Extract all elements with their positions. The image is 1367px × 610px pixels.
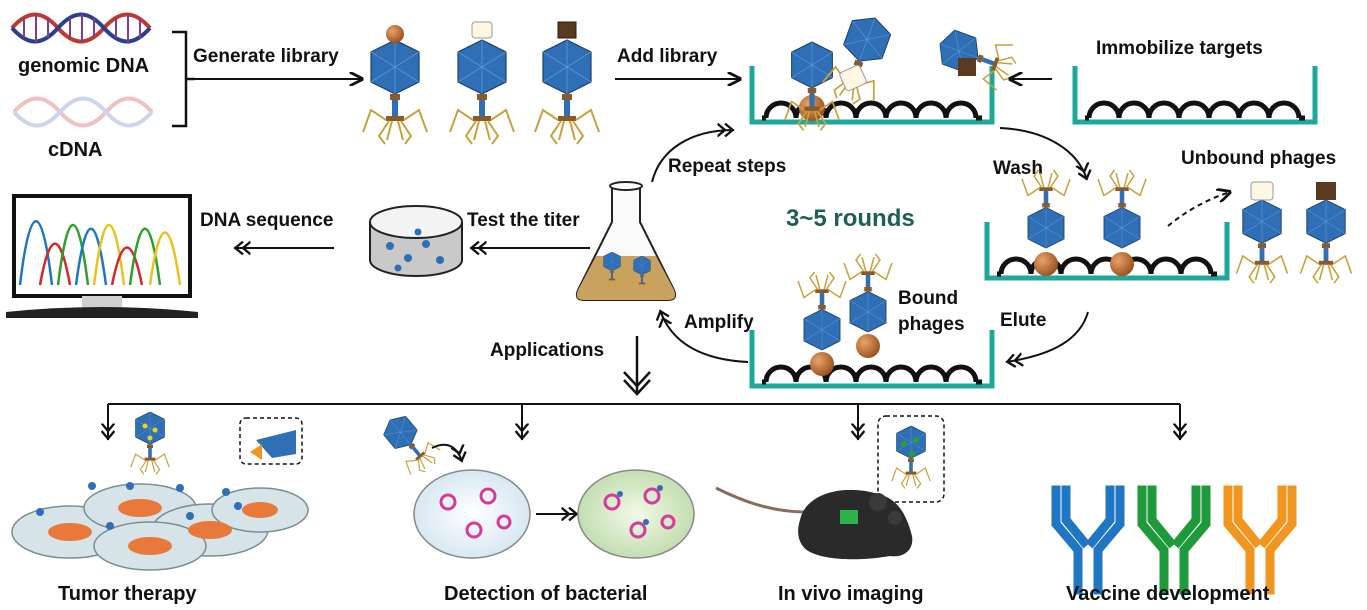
applications-tree bbox=[108, 403, 1180, 440]
dna-sequence-label: DNA sequence bbox=[200, 210, 333, 231]
antibody-icons bbox=[1056, 490, 1292, 590]
rounds-label: 3~5 rounds bbox=[786, 205, 915, 232]
repeat-arrow bbox=[651, 130, 734, 183]
cylinder-target-icon bbox=[471, 21, 493, 39]
unbound-phages bbox=[1235, 181, 1353, 285]
genomic-dna-helix-icon bbox=[10, 12, 152, 44]
generate-library-label: Generate library bbox=[193, 46, 339, 67]
bound-phages-label-line1: Bound bbox=[898, 288, 958, 309]
test-titer-label: Test the titer bbox=[467, 210, 580, 231]
antibody-green-icon bbox=[1142, 490, 1206, 590]
wash-arrow bbox=[999, 127, 1087, 180]
amplify-arrow bbox=[660, 310, 749, 363]
application-label-tumor-therapy: Tumor therapy bbox=[58, 583, 197, 605]
target-plate bbox=[1075, 66, 1315, 122]
antibody-blue-icon bbox=[1056, 490, 1120, 590]
phage-library bbox=[362, 21, 600, 145]
cdna-label: cDNA bbox=[48, 139, 102, 161]
monitor-icon bbox=[6, 194, 198, 318]
applications-label: Applications bbox=[490, 340, 604, 361]
unbound-phages-label: Unbound phages bbox=[1181, 148, 1336, 169]
elute-arrow bbox=[1006, 311, 1089, 362]
bacterial-detection-illustration bbox=[374, 407, 695, 559]
incubation-plate bbox=[752, 7, 1023, 132]
repeat-steps-label: Repeat steps bbox=[668, 156, 786, 177]
genomic-dna-label: genomic DNA bbox=[18, 55, 149, 77]
cube-target-icon bbox=[557, 21, 577, 39]
application-label-vaccine-development: Vaccine development bbox=[1066, 583, 1270, 605]
cdna-helix-icon bbox=[12, 96, 154, 128]
bracket bbox=[172, 30, 195, 128]
bound-phages-label-line2: phages bbox=[898, 314, 965, 335]
application-label-detection-of-bacterial: Detection of bacterial bbox=[444, 583, 647, 605]
wash-plate bbox=[987, 169, 1227, 278]
petri-dish-icon bbox=[369, 205, 463, 277]
immobilize-targets-label: Immobilize targets bbox=[1096, 38, 1263, 59]
wash-label: Wash bbox=[993, 158, 1043, 179]
application-label-in-vivo-imaging: In vivo imaging bbox=[778, 583, 924, 605]
elute-label: Elute bbox=[1000, 310, 1046, 331]
unbound-arrow bbox=[1167, 192, 1230, 227]
in-vivo-imaging-illustration bbox=[715, 415, 945, 560]
antibody-orange-icon bbox=[1228, 490, 1292, 590]
culture-flask-icon bbox=[575, 181, 677, 301]
bound-phages-plate bbox=[752, 253, 992, 386]
tumor-therapy-illustration bbox=[11, 411, 309, 571]
bead-icon bbox=[386, 25, 404, 43]
amplify-label: Amplify bbox=[684, 312, 754, 333]
add-library-label: Add library bbox=[617, 46, 718, 67]
